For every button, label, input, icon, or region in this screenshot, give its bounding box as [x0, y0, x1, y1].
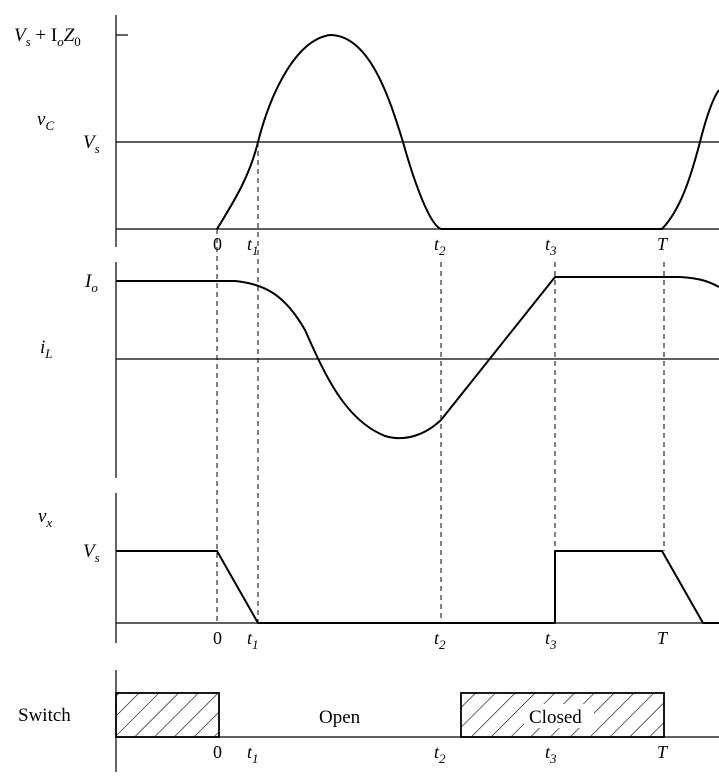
vc-waveform — [216, 34, 719, 230]
vc-tick-0: 0 — [213, 234, 222, 254]
vc-vs-label: Vs — [83, 132, 100, 156]
switch-tick-T: T — [657, 742, 669, 762]
vc-signal-label: vC — [37, 109, 54, 133]
vx-tick-t3: t3 — [545, 628, 557, 652]
vc-tick-t2: t2 — [434, 234, 446, 258]
il-signal-label: iL — [40, 337, 53, 361]
il-io-label: Io — [84, 271, 98, 295]
switch-panel: Switch Open Closed 0 t1 t2 t3 T — [18, 670, 719, 772]
vx-signal-label: vx — [38, 506, 52, 530]
switch-closed-interval-1 — [115, 692, 220, 738]
switch-tick-t3: t3 — [545, 742, 557, 766]
vc-panel: Vs + IoZ0 vC Vs 0 t1 t2 t3 T — [14, 15, 719, 258]
il-waveform — [116, 276, 719, 440]
switch-tick-0: 0 — [213, 742, 222, 762]
switch-tick-t2: t2 — [434, 742, 446, 766]
vc-tick-t3: t3 — [545, 234, 557, 258]
switch-closed-label-backdrop — [524, 704, 594, 728]
vx-vs-label: Vs — [83, 541, 100, 565]
vc-tick-T: T — [657, 234, 669, 254]
vc-peak-label: Vs + IoZ0 — [14, 25, 81, 49]
switch-closed-label: Closed — [529, 707, 582, 728]
switch-tick-t1: t1 — [247, 742, 259, 766]
switch-open-label: Open — [319, 707, 361, 728]
vx-panel: vx Vs 0 t1 t2 t3 T — [38, 493, 719, 652]
vx-tick-T: T — [657, 628, 669, 648]
vx-tick-t1: t1 — [247, 628, 259, 652]
switch-row-label: Switch — [18, 705, 71, 726]
time-marker-lines — [216, 142, 665, 623]
vc-tick-t1: t1 — [247, 234, 259, 258]
vx-tick-t2: t2 — [434, 628, 446, 652]
il-panel: Io iL — [40, 262, 719, 478]
vx-tick-0: 0 — [213, 628, 222, 648]
vx-waveform — [116, 550, 719, 624]
